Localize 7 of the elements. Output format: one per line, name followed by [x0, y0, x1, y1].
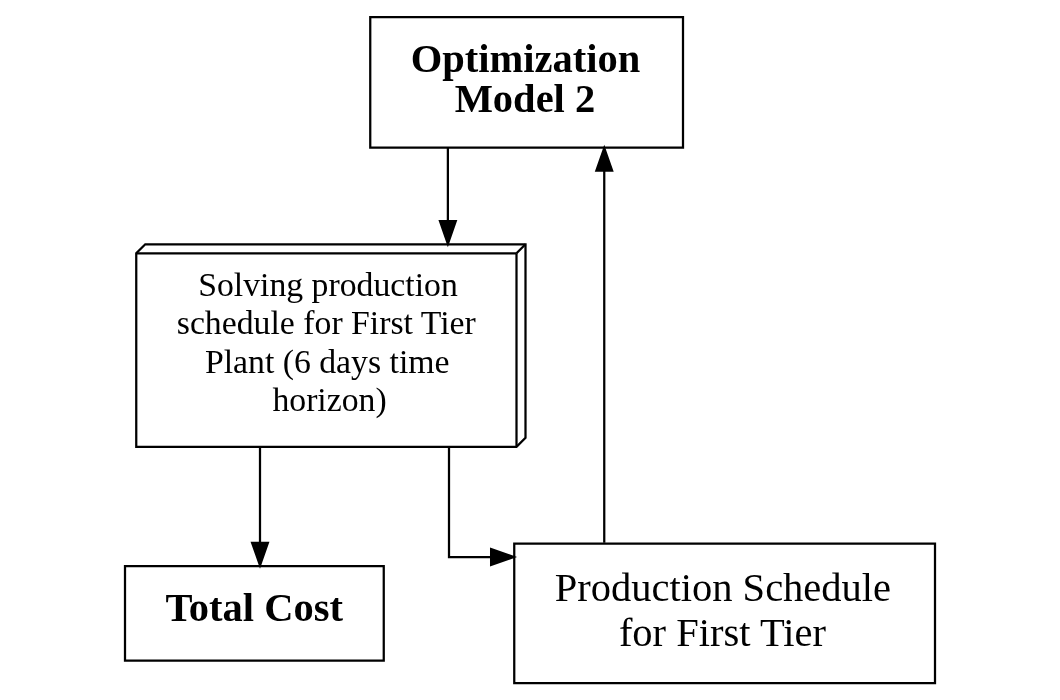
node-box: Production Schedule for First Tier	[513, 542, 937, 685]
arrow	[447, 446, 518, 567]
arrow	[594, 144, 614, 543]
node-box: Total Cost	[123, 564, 385, 662]
node-box: Optimization Model 2	[369, 15, 685, 149]
arrow	[250, 447, 270, 569]
arrow	[438, 148, 458, 248]
